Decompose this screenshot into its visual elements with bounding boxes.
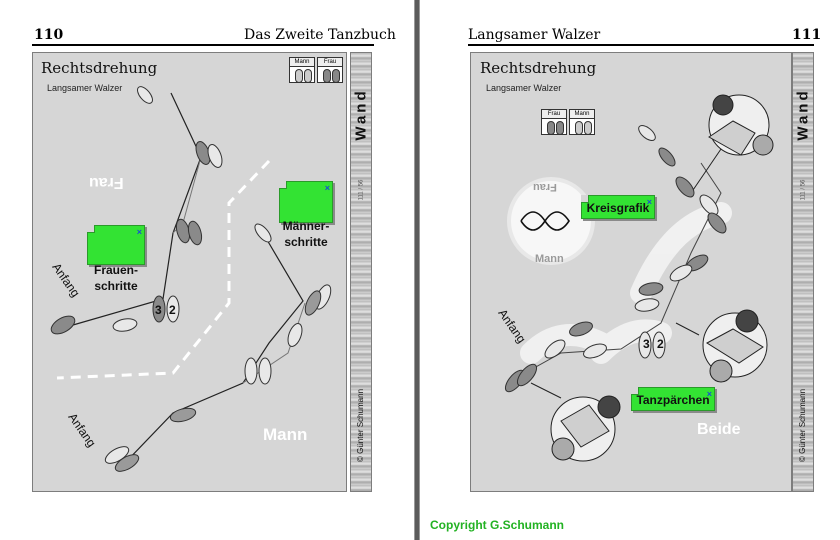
frau-shoes [50,86,223,335]
right-diagram-title: Rechtsdrehung [480,59,597,77]
note-maennerschritte[interactable]: × Männer- schritte [279,181,333,249]
frau-step-3: 3 [155,303,162,317]
close-icon[interactable]: × [706,389,712,399]
circle-label-mann: Mann [535,253,564,265]
left-wall-strip: Wand 111 / 56 © Günter Schumann [350,52,372,492]
close-icon[interactable]: × [324,183,330,193]
legend-mann: Mann [569,109,595,135]
couple-path [506,162,722,384]
right-wall-strip: Wand 111 / 56 © Günter Schumann [792,52,814,492]
dividing-dashed-line [56,159,271,380]
couple-step-2: 2 [657,337,664,351]
couple-step-3: 3 [643,337,650,351]
right-wall-copyright: © Günter Schumann [798,388,808,462]
close-icon[interactable]: × [646,197,652,207]
left-wall-label: Wand [352,87,370,141]
right-page-number: 111 [792,27,822,43]
label-mann: Mann [263,425,308,444]
note-kreisgrafik[interactable]: × Kreisgrafik [581,195,655,219]
dancer-couple-bottom [550,395,621,462]
right-wall-label: Wand [794,87,812,141]
left-wall-copyright: © Günter Schumann [356,388,366,462]
book-gutter [414,0,420,540]
left-diagram-title: Rechtsdrehung [41,59,158,77]
right-diagram-subtitle: Langsamer Walzer [486,83,562,93]
left-book-title: Das Zweite Tanzbuch [244,27,396,43]
pointer-line-mid [675,322,700,336]
right-wall-code: 111 / 56 [800,179,807,201]
left-legend: Mann Frau [289,57,343,83]
right-diagram-panel: Rechtsdrehung Langsamer Walzer Frau Mann [470,52,792,492]
right-header-rule [468,44,814,46]
note-frauenschritte[interactable]: × Frauen- schritte [87,225,145,293]
note-tanzpaerchen[interactable]: × Tanzpärchen [631,387,715,411]
couple-shoes [504,125,727,393]
right-legend: Frau Mann [541,109,595,135]
dancer-couple-mid [702,309,768,383]
right-floor-diagram [504,94,774,462]
legend-mann: Mann [289,57,315,83]
kreisgrafik-infinity [520,211,570,231]
left-wall-code: 111 / 56 [358,179,365,201]
footer-copyright: Copyright G.Schumann [430,518,565,532]
left-diagram-panel: Rechtsdrehung Langsamer Walzer Mann Frau [32,52,347,492]
label-beide: Beide [697,421,741,438]
kreisgrafik-circle [507,177,595,265]
left-diagram-subtitle: Langsamer Walzer [47,83,123,93]
pointer-line-top [690,148,722,194]
legend-frau: Frau [541,109,567,135]
mann-path-secondary [242,302,306,384]
close-icon[interactable]: × [136,227,142,237]
dancer-couple-top [708,94,774,156]
label-frau-upside-down: Frau [89,174,124,191]
left-header-rule [32,44,374,46]
mann-shoes [104,223,332,472]
right-page: Langsamer Walzer 111 Rechtsdrehung Langs… [420,0,840,540]
left-page-number: 110 [34,27,64,43]
pointer-line-bottom [530,382,562,399]
legend-frau: Frau [317,57,343,83]
frau-step-2: 2 [169,303,176,317]
left-page: 110 Das Zweite Tanzbuch Rechtsdrehung La… [0,0,414,540]
left-floor-diagram [50,86,332,472]
circle-label-frau: Frau [533,181,557,193]
right-chapter-title: Langsamer Walzer [468,27,601,43]
